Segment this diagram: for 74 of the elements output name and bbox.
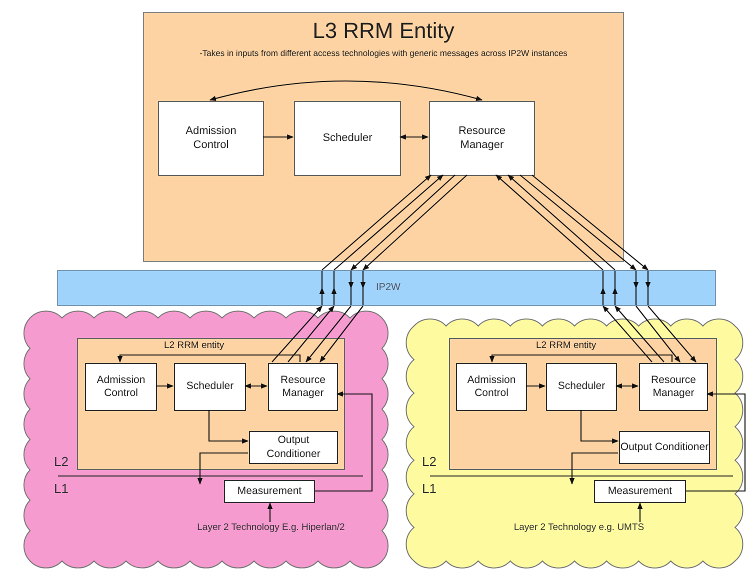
- entity-title: L2 RRM entity: [164, 340, 224, 352]
- box-label: Admission Control: [96, 374, 146, 400]
- box-label: Measurement: [608, 484, 672, 498]
- box-label: Output Conditioner: [620, 440, 709, 454]
- layer-label: L1: [422, 482, 436, 495]
- arrow: [399, 134, 429, 140]
- process-box: [224, 480, 315, 503]
- process-box: [85, 363, 157, 411]
- box-label: Scheduler: [322, 132, 372, 146]
- process-box: [594, 480, 686, 503]
- process-box: [619, 431, 710, 464]
- entity-title: L2 RRM entity: [536, 340, 596, 352]
- arrow: [209, 80, 483, 102]
- arrow: [520, 174, 636, 270]
- box-label: Admission Control: [466, 374, 517, 400]
- process-box: [429, 101, 535, 176]
- arrow: [362, 174, 468, 270]
- technology-label: Layer 2 Technology E.g. Hiperlan/2: [197, 522, 345, 534]
- arrow: [686, 391, 746, 492]
- box-label: Measurement: [237, 484, 302, 498]
- arrow: [267, 502, 273, 522]
- arrow: [117, 354, 301, 363]
- arrow: [569, 452, 618, 485]
- arrow: [156, 383, 174, 389]
- panel-subtitle: -Takes in inputs from different access technologies with generic messages across IP2W instances: [200, 48, 568, 58]
- box-label: Scheduler: [186, 380, 234, 394]
- layer-label: L2: [54, 455, 68, 468]
- layer-label: L2: [422, 455, 436, 468]
- process-box: [546, 363, 617, 411]
- entity-panel: [77, 338, 345, 470]
- process-box: [639, 363, 708, 411]
- arrow: [636, 306, 680, 363]
- arrow: [648, 306, 696, 362]
- process-box: [268, 363, 338, 411]
- box-label: Admission Control: [184, 124, 238, 152]
- arrow: [208, 410, 249, 444]
- arrow: [614, 306, 664, 362]
- arrow: [263, 134, 294, 140]
- process-box: [174, 363, 246, 411]
- box-label: Output Conditioner: [266, 434, 322, 461]
- bar-label: IP2W: [376, 282, 400, 294]
- arrow: [197, 452, 248, 485]
- arrow: [322, 174, 432, 270]
- arrow: [320, 306, 364, 363]
- entity-panel: [143, 12, 624, 262]
- box-label: Resource Manager: [650, 374, 697, 400]
- arrow: [489, 354, 673, 363]
- arrow: [288, 306, 334, 362]
- box-label: Scheduler: [558, 380, 606, 394]
- box-label: Resource Manager: [280, 374, 326, 400]
- arrow: [272, 306, 322, 362]
- arrow: [580, 410, 619, 444]
- process-box: [249, 431, 338, 464]
- process-box: [158, 101, 264, 176]
- arrow: [526, 383, 546, 389]
- arrow: [306, 306, 352, 363]
- arrow: [615, 383, 639, 389]
- layer-label: L1: [54, 482, 68, 495]
- arrow: [334, 174, 444, 270]
- box-label: Resource Manager: [457, 124, 507, 152]
- arrow: [602, 306, 652, 362]
- arrow: [244, 383, 268, 389]
- transport-bar: [57, 270, 716, 306]
- arrow: [532, 174, 648, 270]
- panel-title: L3 RRM Entity: [312, 17, 454, 44]
- entity-panel: [449, 338, 717, 470]
- arrow: [315, 391, 373, 492]
- arrow: [637, 502, 643, 522]
- process-box: [456, 363, 527, 411]
- arrow: [508, 174, 616, 270]
- arrow: [350, 174, 456, 270]
- process-box: [294, 101, 401, 176]
- technology-label: Layer 2 Technology e.g. UMTS: [514, 522, 644, 534]
- arrow: [496, 174, 604, 270]
